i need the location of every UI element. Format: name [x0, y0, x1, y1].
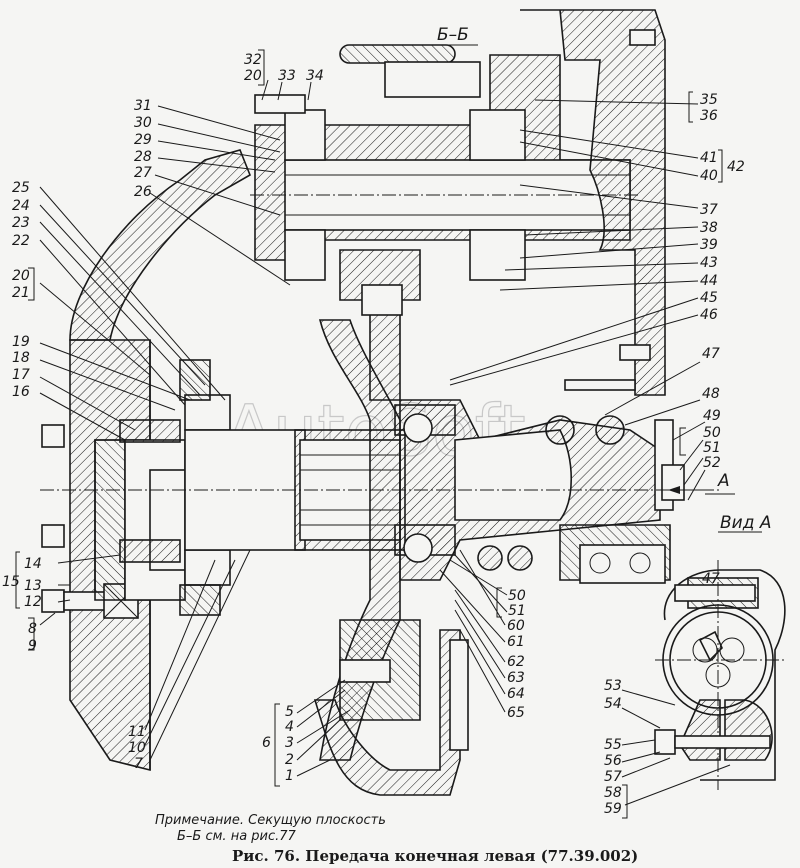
- callout-65: 65: [507, 705, 525, 721]
- callout-47-view-a: 47: [702, 571, 720, 587]
- callout-29: 29: [134, 132, 152, 148]
- callout-7: 7: [134, 756, 143, 772]
- callout-41: 41: [700, 150, 718, 166]
- view-a-title: Вид А: [720, 513, 772, 533]
- callout-12: 12: [24, 594, 42, 610]
- callout-1: 1: [285, 768, 294, 784]
- view-a: [654, 560, 786, 790]
- callout-13: 13: [24, 578, 42, 594]
- callout-labels: 25 24 23 22 20 21 19 18 17 16 31 30 29 2…: [2, 52, 745, 817]
- callout-31: 31: [134, 98, 152, 114]
- callout-62: 62: [507, 654, 525, 670]
- callout-58: 58: [604, 785, 622, 801]
- callout-10: 10: [128, 740, 146, 756]
- note-line-2: Б–Б см. на рис.77: [177, 829, 297, 844]
- driven-gear: [318, 249, 421, 761]
- callout-33: 33: [278, 68, 296, 84]
- callout-37: 37: [700, 202, 718, 218]
- callout-42: 42: [727, 159, 745, 175]
- callout-52: 52: [703, 455, 721, 471]
- ball-bearing: [394, 404, 456, 563]
- callout-25: 25: [12, 180, 30, 196]
- callout-22: 22: [12, 233, 30, 249]
- callout-26: 26: [134, 184, 152, 200]
- callout-30: 30: [134, 115, 152, 131]
- callout-44: 44: [700, 273, 718, 289]
- callout-23: 23: [12, 215, 30, 231]
- flange-bolts: [41, 424, 139, 619]
- callout-17: 17: [12, 367, 30, 383]
- callout-6: 6: [262, 735, 271, 751]
- callout-53: 53: [604, 678, 622, 694]
- callout-50-right: 50: [703, 425, 721, 441]
- note-line-1: Примечание. Секущую плоскость: [155, 813, 386, 828]
- callout-28: 28: [134, 149, 152, 165]
- callout-36: 36: [700, 108, 718, 124]
- callout-20-left: 20: [12, 268, 30, 284]
- callout-8: 8: [28, 621, 37, 637]
- callout-60: 60: [507, 618, 525, 634]
- callout-11: 11: [128, 724, 146, 740]
- callout-3: 3: [285, 735, 294, 751]
- callout-18: 18: [12, 350, 30, 366]
- callout-55: 55: [604, 737, 622, 753]
- callout-51-right: 51: [703, 440, 721, 456]
- callout-34: 34: [306, 68, 324, 84]
- callout-51-centre: 51: [508, 603, 526, 619]
- callout-9: 9: [28, 638, 37, 654]
- callout-16: 16: [12, 384, 30, 400]
- callout-59: 59: [604, 801, 622, 817]
- section-title: Б–Б: [437, 25, 469, 45]
- callout-43: 43: [700, 255, 718, 271]
- callout-49: 49: [703, 408, 721, 424]
- callout-brackets: [15, 49, 723, 819]
- callout-45: 45: [700, 290, 718, 306]
- callout-48: 48: [702, 386, 720, 402]
- callout-21: 21: [12, 285, 30, 301]
- figure-caption: Рис. 76. Передача конечная левая (77.39.…: [232, 847, 638, 865]
- callout-32: 32: [244, 52, 262, 68]
- view-a-arrow-label: A: [717, 471, 730, 491]
- brake-drum: [313, 629, 469, 796]
- leader-lines: [39, 79, 731, 806]
- callout-64: 64: [507, 686, 525, 702]
- callout-63: 63: [507, 670, 525, 686]
- view-a-arrow: A: [668, 471, 735, 495]
- callout-47-main: 47: [702, 346, 720, 362]
- callout-5: 5: [285, 704, 294, 720]
- callout-35: 35: [700, 92, 718, 108]
- callout-19: 19: [12, 334, 30, 350]
- callout-4: 4: [285, 719, 294, 735]
- housing-right: [520, 9, 666, 396]
- callout-57: 57: [604, 769, 622, 785]
- callout-14: 14: [24, 556, 42, 572]
- callout-39: 39: [700, 237, 718, 253]
- callout-2: 2: [285, 752, 294, 768]
- callout-38: 38: [700, 220, 718, 236]
- callout-40: 40: [700, 168, 718, 184]
- hub-left: [94, 359, 231, 616]
- callout-61: 61: [507, 634, 525, 650]
- callout-24: 24: [12, 198, 30, 214]
- callout-54: 54: [604, 696, 622, 712]
- callout-27: 27: [134, 165, 152, 181]
- callout-15: 15: [2, 574, 20, 590]
- callout-20-top: 20: [244, 68, 262, 84]
- callout-50-centre: 50: [508, 588, 526, 604]
- callout-56: 56: [604, 753, 622, 769]
- callout-46: 46: [700, 307, 718, 323]
